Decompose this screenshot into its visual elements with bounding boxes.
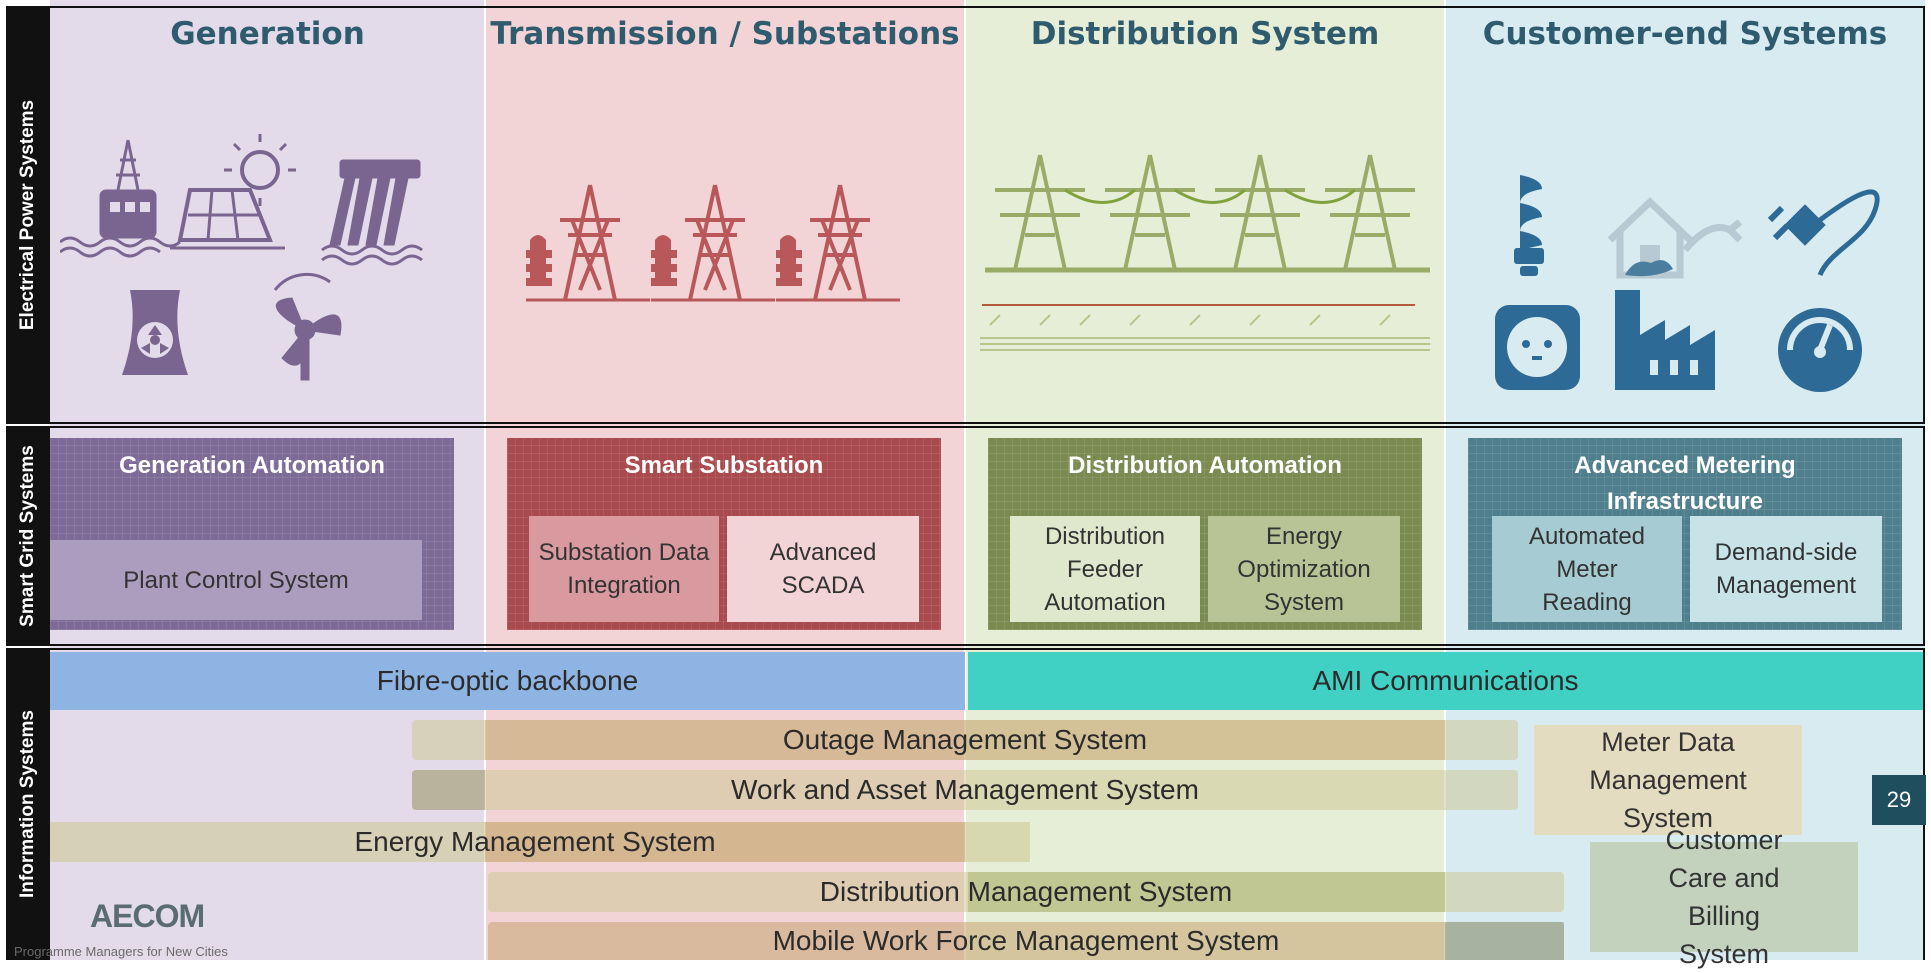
meter-gauge-icon bbox=[1778, 308, 1862, 392]
distribution-management-system-bar: Distribution Management System bbox=[819, 876, 1233, 907]
customer-care-billing-system-box: Customer Care and Billing System bbox=[1590, 825, 1858, 969]
group-distribution-automation: Distribution Automation Distribution Fee… bbox=[988, 438, 1422, 630]
substation-data-integration-box: Substation Data Integration bbox=[529, 516, 719, 622]
column-divider bbox=[1444, 0, 1446, 960]
customer-icons bbox=[1495, 175, 1880, 392]
factory-icon bbox=[1615, 260, 1715, 390]
fibre-optic-backbone-bar: Fibre-optic backbone bbox=[50, 652, 965, 710]
light-bulb-icon bbox=[1514, 175, 1544, 276]
column-divider bbox=[964, 0, 966, 960]
column-title-transmission: Transmission / Substations bbox=[490, 16, 960, 52]
group-smart-substation: Smart Substation Substation Data Integra… bbox=[507, 438, 941, 630]
energy-bar-bg bbox=[50, 822, 1030, 862]
transformer-tower-icon bbox=[525, 183, 652, 302]
group-smart-substation-title: Smart Substation bbox=[624, 452, 824, 479]
group-generation-automation-title: Generation Automation bbox=[119, 452, 385, 479]
ami-communications-bar: AMI Communications bbox=[968, 652, 1923, 710]
solar-panel-icon bbox=[170, 134, 296, 250]
power-plant-icon bbox=[60, 139, 181, 258]
transformer-tower-icon bbox=[649, 183, 777, 302]
sidebar-information: Information Systems bbox=[6, 648, 50, 960]
column-title-customer: Customer-end Systems bbox=[1482, 16, 1888, 52]
distribution-bar-tint bbox=[968, 872, 1445, 912]
column-title-distribution: Distribution System bbox=[1030, 16, 1380, 52]
outage-management-system-bar: Outage Management System bbox=[782, 724, 1148, 755]
socket-icon bbox=[1495, 305, 1580, 390]
group-advanced-metering-title: Advanced Metering Infrastructure bbox=[1574, 452, 1796, 515]
sidebar-smart-grid-label: Smart Grid Systems bbox=[17, 445, 39, 627]
work-asset-bar-bg bbox=[412, 770, 1518, 810]
energy-bar-tint bbox=[485, 822, 965, 862]
outage-bar-tint bbox=[485, 720, 1445, 760]
page-number-badge: 29 bbox=[1872, 775, 1926, 825]
page-number: 29 bbox=[1886, 787, 1912, 812]
energy-optimization-system-box: Energy Optimization System bbox=[1208, 516, 1400, 622]
group-distribution-automation-title: Distribution Automation bbox=[1068, 452, 1342, 479]
sidebar-electrical: Electrical Power Systems bbox=[6, 6, 50, 424]
wind-turbine-icon bbox=[273, 272, 342, 381]
aecom-logo: AECOM bbox=[90, 898, 205, 934]
distribution-feeder-automation-box: Distribution Feeder Automation bbox=[1010, 516, 1200, 622]
nuclear-icon bbox=[122, 290, 188, 375]
smart-home-icon bbox=[1607, 197, 1743, 279]
work-asset-bar-tint bbox=[412, 770, 485, 810]
aecom-tagline: Programme Managers for New Cities bbox=[14, 944, 228, 959]
meter-data-management-system-box: Meter Data Management System bbox=[1534, 725, 1802, 835]
column-title-generation: Generation bbox=[170, 16, 365, 52]
distribution-lines-icon bbox=[980, 154, 1430, 351]
work-asset-management-system-bar: Work and Asset Management System bbox=[731, 774, 1199, 805]
mobile-bar-bg bbox=[488, 922, 1564, 960]
advanced-scada-box: Advanced SCADA bbox=[727, 516, 919, 622]
transformer-tower-icon bbox=[774, 183, 902, 302]
transmission-icons bbox=[525, 183, 902, 302]
demand-side-management-box: Demand-side Management bbox=[1690, 516, 1882, 622]
sidebar-electrical-label: Electrical Power Systems bbox=[17, 99, 38, 331]
energy-management-system-bar: Energy Management System bbox=[354, 826, 716, 857]
hydro-dam-icon bbox=[321, 159, 423, 266]
mobile-bar-tint bbox=[1445, 922, 1564, 960]
outage-bar-bg bbox=[412, 720, 1518, 760]
automated-meter-reading-box: Automated Meter Reading bbox=[1492, 516, 1682, 622]
sidebar-information-label: Information Systems bbox=[17, 710, 38, 898]
plant-control-system-box: Plant Control System bbox=[50, 540, 422, 620]
group-advanced-metering: Advanced Metering Infrastructure Automat… bbox=[1468, 438, 1902, 630]
sidebar-smart-grid: Smart Grid Systems bbox=[6, 426, 50, 646]
plug-icon bbox=[1767, 189, 1880, 277]
generation-icons bbox=[60, 134, 423, 381]
mobile-work-force-management-system-bar: Mobile Work Force Management System bbox=[772, 925, 1280, 956]
distribution-bar-bg bbox=[488, 872, 1564, 912]
group-generation-automation: Generation Automation Plant Control Syst… bbox=[50, 438, 454, 630]
column-divider bbox=[484, 0, 486, 960]
